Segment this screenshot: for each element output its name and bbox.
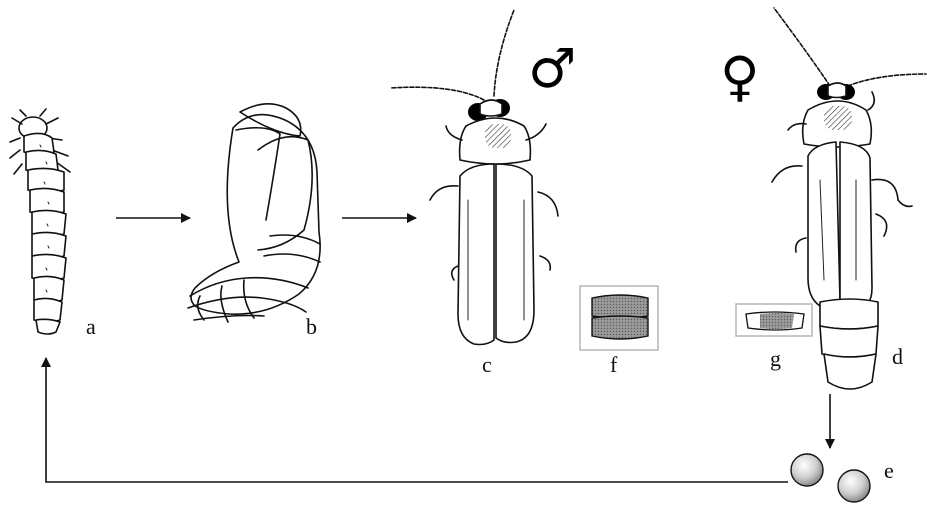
egg xyxy=(791,454,823,486)
label-c: c xyxy=(482,352,492,377)
male-symbol: ♂ xyxy=(528,42,576,96)
pupa-drawing xyxy=(188,104,320,322)
label-b: b xyxy=(306,314,317,339)
arrow-eggs-to-larva xyxy=(46,358,788,482)
label-a: a xyxy=(86,314,96,339)
label-d: d xyxy=(892,344,903,369)
label-g: g xyxy=(770,346,781,371)
egg xyxy=(838,470,870,502)
inset-g-female-light-organ xyxy=(736,304,812,336)
eggs-drawing xyxy=(791,454,870,502)
label-f: f xyxy=(610,352,618,377)
larva-drawing xyxy=(10,109,70,334)
inset-f-male-light-organ xyxy=(580,286,658,350)
label-e: e xyxy=(884,458,894,483)
female-symbol: ♀ xyxy=(720,50,760,104)
